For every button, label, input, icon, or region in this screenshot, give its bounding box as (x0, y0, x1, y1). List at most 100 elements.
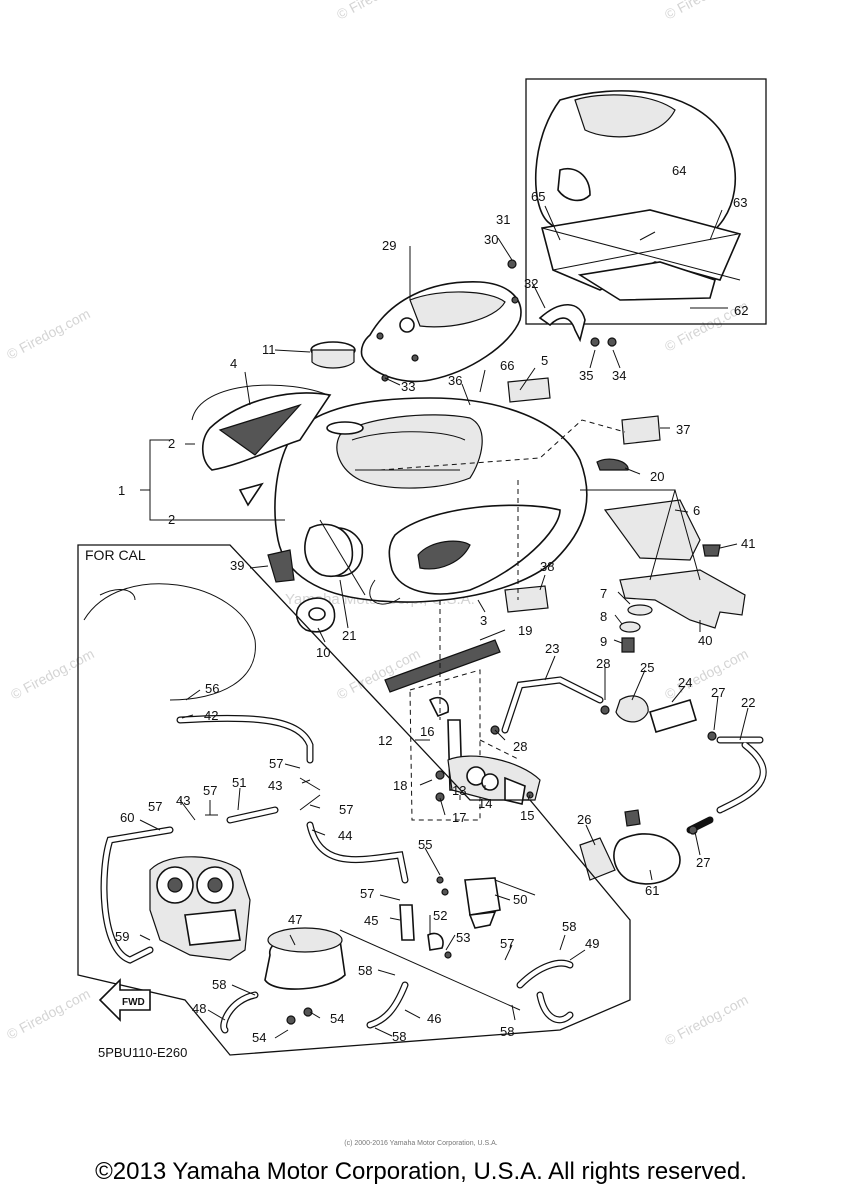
callout-35: 35 (579, 368, 593, 383)
callout-53: 53 (456, 930, 470, 945)
watermark: © Firedog.com (662, 645, 751, 702)
callout-27: 27 (696, 855, 710, 870)
callout-48: 48 (192, 1001, 206, 1016)
callout-57: 57 (203, 783, 217, 798)
callout-29: 29 (382, 238, 396, 253)
petcock-assembly (384, 600, 541, 821)
callout-12: 12 (378, 733, 392, 748)
carburetor (149, 856, 251, 961)
callout-37: 37 (676, 422, 690, 437)
callout-9: 9 (600, 634, 607, 649)
callout-1: 1 (118, 483, 125, 498)
leader-lines (139, 205, 749, 1039)
callout-22: 22 (741, 695, 755, 710)
fwd-arrow: FWD (98, 978, 151, 1022)
callout-8: 8 (600, 609, 607, 624)
callout-44: 44 (338, 828, 352, 843)
callout-13: 13 (452, 783, 466, 798)
callout-39: 39 (230, 558, 244, 573)
callout-7: 7 (600, 586, 607, 601)
callout-15: 15 (520, 808, 534, 823)
callout-11: 11 (262, 342, 276, 357)
callout-41: 41 (741, 536, 755, 551)
callout-49: 49 (585, 936, 599, 951)
callout-50: 50 (513, 892, 527, 907)
callout-46: 46 (427, 1011, 441, 1026)
for-cal-label: FOR CAL (85, 547, 146, 563)
callout-62: 62 (734, 303, 748, 318)
tank-cover (360, 259, 617, 383)
watermark: © Firedog.com (4, 305, 93, 362)
callout-21: 21 (342, 628, 356, 643)
callout-30: 30 (484, 232, 498, 247)
drawing-code: 5PBU110-E260 (98, 1045, 187, 1060)
callout-34: 34 (612, 368, 626, 383)
callout-16: 16 (420, 724, 434, 739)
callout-45: 45 (364, 913, 378, 928)
callout-66: 66 (500, 358, 514, 373)
callout-2: 2 (168, 512, 175, 527)
callout-23: 23 (545, 641, 559, 656)
callout-51: 51 (232, 775, 246, 790)
callout-32: 32 (524, 276, 538, 291)
callout-10: 10 (316, 645, 330, 660)
callout-14: 14 (478, 796, 492, 811)
fwd-label: FWD (122, 997, 145, 1008)
callout-43: 43 (176, 793, 190, 808)
callout-38: 38 (540, 559, 554, 574)
callout-59: 59 (115, 929, 129, 944)
callout-61: 61 (645, 883, 659, 898)
copyright-notice: ©2013 Yamaha Motor Corporation, U.S.A. A… (95, 1158, 747, 1185)
tank-inset (525, 78, 767, 325)
callout-64: 64 (672, 163, 686, 178)
fine-print: (c) 2000-2016 Yamaha Motor Corporation, … (344, 1140, 498, 1147)
callout-25: 25 (640, 660, 654, 675)
callout-33: 33 (401, 379, 415, 394)
callout-2: 2 (168, 436, 175, 451)
callout-24: 24 (678, 675, 692, 690)
callout-63: 63 (733, 195, 747, 210)
left-parts (267, 519, 366, 633)
watermark: © Firedog.com (662, 0, 751, 23)
cal-hoses (100, 714, 574, 1034)
callout-57: 57 (148, 799, 162, 814)
callout-58: 58 (212, 977, 226, 992)
callout-27: 27 (711, 685, 725, 700)
callout-40: 40 (698, 633, 712, 648)
callout-58: 58 (562, 919, 576, 934)
callout-54: 54 (252, 1030, 266, 1045)
callout-54: 54 (330, 1011, 344, 1026)
callout-58: 58 (358, 963, 372, 978)
callout-20: 20 (650, 469, 664, 484)
callout-36: 36 (448, 373, 462, 388)
callout-55: 55 (418, 837, 432, 852)
callout-42: 42 (204, 708, 218, 723)
callout-56: 56 (205, 681, 219, 696)
callout-18: 18 (393, 778, 407, 793)
callout-26: 26 (577, 812, 591, 827)
callout-4: 4 (230, 356, 237, 371)
callout-28: 28 (513, 739, 527, 754)
callout-3: 3 (480, 613, 487, 628)
callout-57: 57 (360, 886, 374, 901)
callout-57: 57 (500, 936, 514, 951)
right-parts (379, 377, 746, 653)
callout-19: 19 (518, 623, 532, 638)
callout-31: 31 (496, 212, 510, 227)
callout-labels: 1 2 2 3 4 5 6 7 8 9 10 11 12 13 14 15 16… (115, 163, 755, 1045)
callout-58: 58 (500, 1024, 514, 1039)
callout-52: 52 (433, 908, 447, 923)
callout-28: 28 (596, 656, 610, 671)
canister (264, 876, 536, 1025)
callout-43: 43 (268, 778, 282, 793)
callout-5: 5 (541, 353, 548, 368)
callout-65: 65 (531, 189, 545, 204)
callout-17: 17 (452, 810, 466, 825)
callout-6: 6 (693, 503, 700, 518)
watermark: © Firedog.com (334, 0, 423, 23)
callout-57: 57 (339, 802, 353, 817)
watermark: © Firedog.com (4, 985, 93, 1042)
callout-47: 47 (288, 912, 302, 927)
callout-58: 58 (392, 1029, 406, 1044)
